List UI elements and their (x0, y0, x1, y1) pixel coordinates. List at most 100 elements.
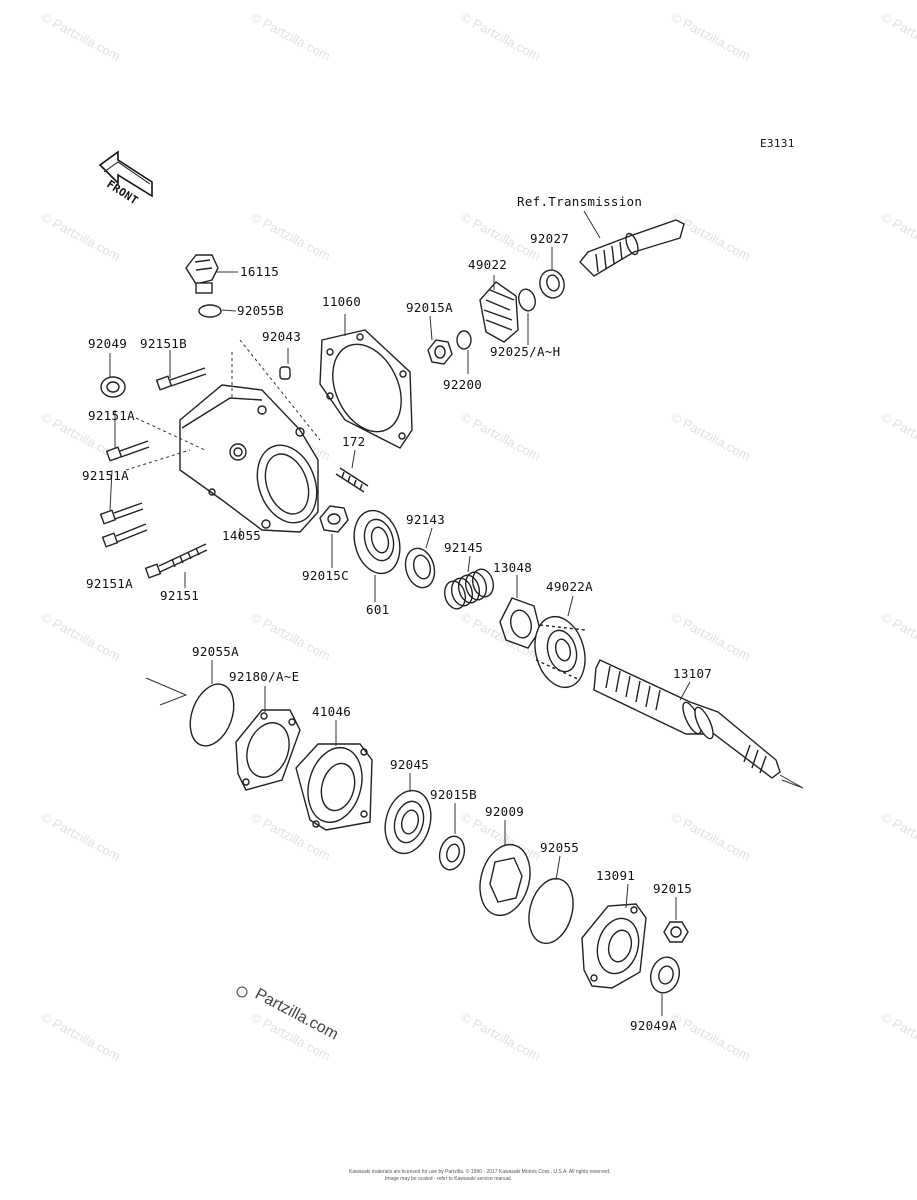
dowel-pin-part (279, 366, 291, 380)
bearing-92027-part (539, 269, 565, 299)
stud-172-part (335, 467, 369, 493)
gasket-11060-part (319, 329, 413, 449)
watermark-text: © Partzilla.com (669, 1009, 753, 1063)
nut-92015a-part (427, 339, 453, 365)
oring-92055b-part (198, 304, 222, 318)
part-label: 92049A (630, 1018, 677, 1033)
part-label: 41046 (312, 704, 351, 719)
part-label: 92045 (390, 757, 429, 772)
bolt-92151b-part (155, 367, 207, 391)
watermark-text: © Partzilla.com (669, 209, 753, 263)
front-arrow-icon: FRONT (98, 150, 153, 207)
bolt-92151a-upper-part (105, 440, 150, 462)
part-label: 92015C (302, 568, 349, 583)
nut-92015-part (663, 921, 689, 943)
part-label: 92055A (192, 644, 239, 659)
watermark-text: © Partzilla.com (249, 609, 333, 663)
part-label: 92151A (88, 408, 135, 423)
oring-92055a-part (189, 683, 235, 747)
part-label: 92049 (88, 336, 127, 351)
part-label: 16115 (240, 264, 279, 279)
drive-shaft-13107-part (593, 659, 804, 789)
watermark-text: © Partzilla.com (459, 409, 543, 463)
part-label: 92151 (160, 588, 199, 603)
ref-transmission-label: Ref.Transmission (517, 194, 642, 209)
part-label: 14055 (222, 528, 261, 543)
watermark-text: © Partzilla.com (39, 209, 123, 263)
watermark-text: © Partzilla.com (39, 1009, 123, 1063)
watermark-text: © Partzilla.com (879, 1009, 917, 1063)
watermark-text: © Partzilla.com (39, 809, 123, 863)
part-label: 49022 (468, 257, 507, 272)
part-label: 92143 (406, 512, 445, 527)
watermark-text: © Partzilla.com (879, 809, 917, 863)
bolt-92151a-middle-part (99, 502, 144, 525)
oil-seal-92049-part (100, 376, 126, 398)
bearing-601-part (353, 509, 401, 575)
part-label: 92055 (540, 840, 579, 855)
hub-13048-part (499, 597, 541, 649)
bearing-housing-41046-part (295, 743, 373, 831)
part-label: 49022A (546, 579, 593, 594)
watermark-text: © Partzilla.com (669, 409, 753, 463)
footer-note: Image may be scaled - refer to Kawasaki … (385, 1176, 512, 1182)
watermark-text: © Partzilla.com (39, 9, 123, 63)
part-label: 92015 (653, 881, 692, 896)
part-label: 13107 (673, 666, 712, 681)
oring-92055a-arrow (145, 677, 188, 706)
watermark-text: © Partzilla.com (879, 9, 917, 63)
part-label: 11060 (322, 294, 361, 309)
transmission-shaft-part (579, 219, 685, 277)
footer-copyright: Kawasaki materials are licensed for use … (349, 1168, 610, 1175)
watermark-text: © Partzilla.com (879, 409, 917, 463)
part-label: 92151B (140, 336, 187, 351)
bevel-gear-49022a-part (534, 615, 586, 689)
washer-92200-part (456, 330, 472, 350)
part-number-labels: 16115 92055B 11060 92043 92049 92151B 92… (82, 231, 712, 1033)
part-label: 92145 (444, 540, 483, 555)
part-label: 92015B (430, 787, 477, 802)
diagram-code: E3131 (760, 137, 795, 150)
leader-lines (109, 210, 691, 1016)
watermark-text: © Partzilla.com (39, 609, 123, 663)
breather-cap-part (185, 254, 219, 294)
nut-92015b-part (438, 835, 466, 871)
watermark-text: © Partzilla.com (669, 809, 753, 863)
watermark-text: © Partzilla.com (459, 1009, 543, 1063)
part-label: 92055B (237, 303, 284, 318)
part-label: 92027 (530, 231, 569, 246)
watermark-text: © Partzilla.com (879, 609, 917, 663)
shim-92025-part (518, 288, 536, 312)
spring-92145-part (443, 568, 495, 610)
watermark-text: © Partzilla.com (669, 9, 753, 63)
watermark-layer: © Partzilla.com © Partzilla.com © Partzill… (39, 9, 917, 1063)
part-label: 601 (366, 602, 389, 617)
collar-92143-part (404, 547, 436, 589)
part-label: 92025/A~H (490, 344, 560, 359)
watermark-text: © Partzilla.com (249, 9, 333, 63)
watermark-text: © Partzilla.com (669, 609, 753, 663)
bearing-92045-part (384, 789, 432, 855)
part-label: 92015A (406, 300, 453, 315)
part-label: 92151A (86, 576, 133, 591)
oil-seal-92049a-part (649, 956, 681, 994)
pinion-gear-49022-part (479, 281, 519, 343)
watermark-text: © Partzilla.com (459, 9, 543, 63)
part-label: 92151A (82, 468, 129, 483)
spacer-92009-part (479, 843, 531, 917)
part-label: 13091 (596, 868, 635, 883)
cover-13091-part (581, 903, 647, 989)
bolt-92151a-lower-part (101, 523, 148, 548)
part-label: 92043 (262, 329, 301, 344)
watermark-text: © Partzilla.com (249, 209, 333, 263)
part-label: 172 (342, 434, 365, 449)
part-label: 13048 (493, 560, 532, 575)
watermark-text: © Partzilla.com (879, 209, 917, 263)
gear-case-housing-part (179, 384, 319, 533)
gasket-92180-part (235, 709, 301, 791)
bolt-92151-part (144, 543, 208, 579)
part-label: 92200 (443, 377, 482, 392)
oring-92055-part (528, 877, 574, 945)
part-label: 92180/A~E (229, 669, 299, 684)
